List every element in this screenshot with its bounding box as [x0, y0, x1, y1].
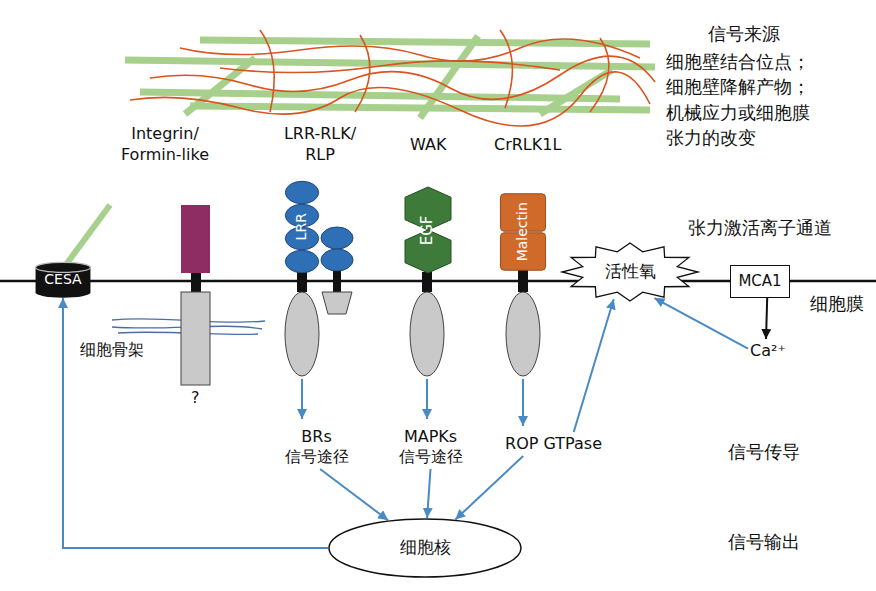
pathway-text: ROP GTPase [503, 432, 604, 456]
signal-source-note: 机械应力或细胞膜 张力的改变 [666, 100, 813, 150]
membrane-label: 细胞膜 [810, 292, 864, 315]
malectin-domain: Malectin [500, 193, 546, 271]
unknown-mark: ? [191, 388, 200, 409]
signal-arrow [766, 298, 767, 339]
signal-arrow [574, 299, 614, 432]
nucleus-ellipse: 细胞核 [328, 518, 522, 578]
node-text: BRs 信号途径 [283, 427, 350, 467]
matrix-polymer [260, 30, 274, 112]
signal-arrow [655, 298, 749, 349]
rlp-lrr [321, 227, 353, 249]
rlp-tail [322, 292, 352, 314]
matrix-polymer [150, 56, 655, 99]
receptor-name: Integrin/ Formin-like [119, 124, 211, 166]
cellulose-microfibril [185, 58, 255, 114]
signal-arrow [301, 379, 303, 419]
receptor-output-arrows [302, 379, 523, 426]
receptor-stem [333, 271, 341, 292]
node-text: CESA [44, 271, 81, 289]
cytoskeleton-label: 细胞骨架 [80, 340, 144, 361]
ros-burst: 活性氧 [562, 243, 698, 301]
section-heading: 信号来源 [708, 22, 780, 45]
lrr-repeat [285, 181, 318, 203]
cesa-complex: CESA [35, 262, 91, 298]
signal-arrow [455, 456, 523, 520]
receptor-stem [422, 272, 432, 292]
node-text: 活性氧 [605, 261, 656, 282]
pathway-text: MAPKs 信号途径 [395, 425, 466, 469]
receptor-stem [518, 270, 528, 292]
signal-arrow [427, 469, 430, 518]
kinase-domain [285, 292, 319, 376]
node-text: Malectin [514, 202, 532, 261]
integrin-extracellular [181, 205, 210, 273]
cylinder-base [36, 288, 91, 298]
kinase-domain [410, 292, 444, 376]
cell-wall [125, 30, 655, 126]
signal-arrow [320, 469, 388, 520]
lrr-domain: LRR [285, 181, 319, 273]
node-text: MAPKs 信号途径 [397, 427, 464, 467]
matrix-polymer [500, 30, 512, 108]
stage-label: 信号传导 [728, 440, 800, 463]
node-text: ROP GTPase [505, 434, 602, 454]
starburst [562, 243, 698, 301]
matrix-polymer [180, 39, 640, 61]
pathway-text: BRs 信号途径 [281, 425, 352, 469]
signal-arrow [426, 379, 428, 419]
receptor-name: CrRLK1L [494, 135, 561, 156]
calcium-ion: Ca²⁺ [748, 339, 788, 363]
lrr-repeat [285, 250, 318, 272]
ellipse-outline [329, 519, 521, 577]
matrix-polymer [130, 72, 650, 126]
matrix-polymer [220, 61, 560, 73]
cellulose-microfibril [190, 106, 650, 110]
receptor-name: WAK [410, 135, 446, 156]
kinase-domain [506, 292, 540, 376]
matrix-polymer [590, 38, 609, 112]
mca1-channel: MCA1 [730, 265, 790, 298]
node-text: LRR [293, 213, 311, 240]
node-text: EGF [419, 215, 438, 245]
signal-arrow [522, 379, 524, 426]
node-text: Ca²⁺ [750, 341, 786, 361]
matrix-polymer [355, 35, 370, 112]
integrin-intracellular [181, 292, 210, 385]
node-text: MCA1 [738, 272, 781, 291]
signal-arrow [63, 298, 328, 548]
receptor-stem [297, 272, 307, 292]
cellulose-fibril [62, 205, 110, 270]
receptor-stem [191, 273, 201, 292]
receptor-name: LRR-RLK/ RLP [282, 124, 358, 166]
egf-domain: EGF [405, 187, 451, 273]
node-text: 细胞核 [400, 537, 451, 558]
signal-source-note: 细胞壁降解产物； [666, 75, 810, 98]
cylinder-top [36, 262, 91, 272]
signal-source-note: 细胞壁结合位点； [666, 50, 810, 73]
stage-label: 信号输出 [728, 530, 800, 553]
rlp-lrr [321, 249, 353, 271]
channel-label: 张力激活离子通道 [688, 216, 832, 239]
